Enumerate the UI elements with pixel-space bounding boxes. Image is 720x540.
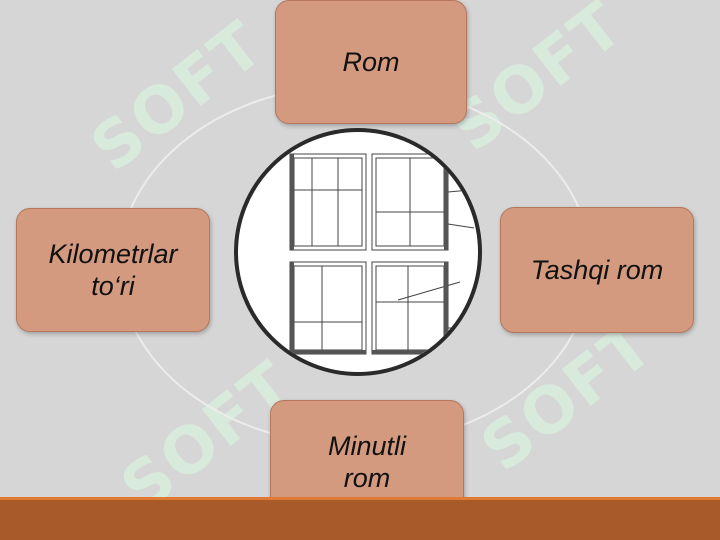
node-kilometrlar-tori-line2: to‘ri xyxy=(91,271,135,301)
map-grid-figure xyxy=(234,128,482,376)
node-minutli-rom-line2: rom xyxy=(343,463,391,493)
node-kilometrlar-tori-label: Kilometrlar to‘ri xyxy=(48,238,177,303)
node-kilometrlar-tori: Kilometrlar to‘ri xyxy=(16,208,210,332)
node-tashqi-rom: Tashqi rom xyxy=(500,207,694,333)
node-kilometrlar-tori-line1: Kilometrlar xyxy=(48,238,178,269)
node-tashqi-rom-label: Tashqi rom xyxy=(530,254,664,285)
node-rom-label: Rom xyxy=(342,46,400,77)
floor-band xyxy=(0,497,720,540)
node-minutli-rom-label: Minutli rom xyxy=(328,430,406,495)
node-rom: Rom xyxy=(275,0,467,124)
node-minutli-rom-line1: Minutli xyxy=(327,430,407,461)
map-grid-figure-icon xyxy=(289,153,478,355)
